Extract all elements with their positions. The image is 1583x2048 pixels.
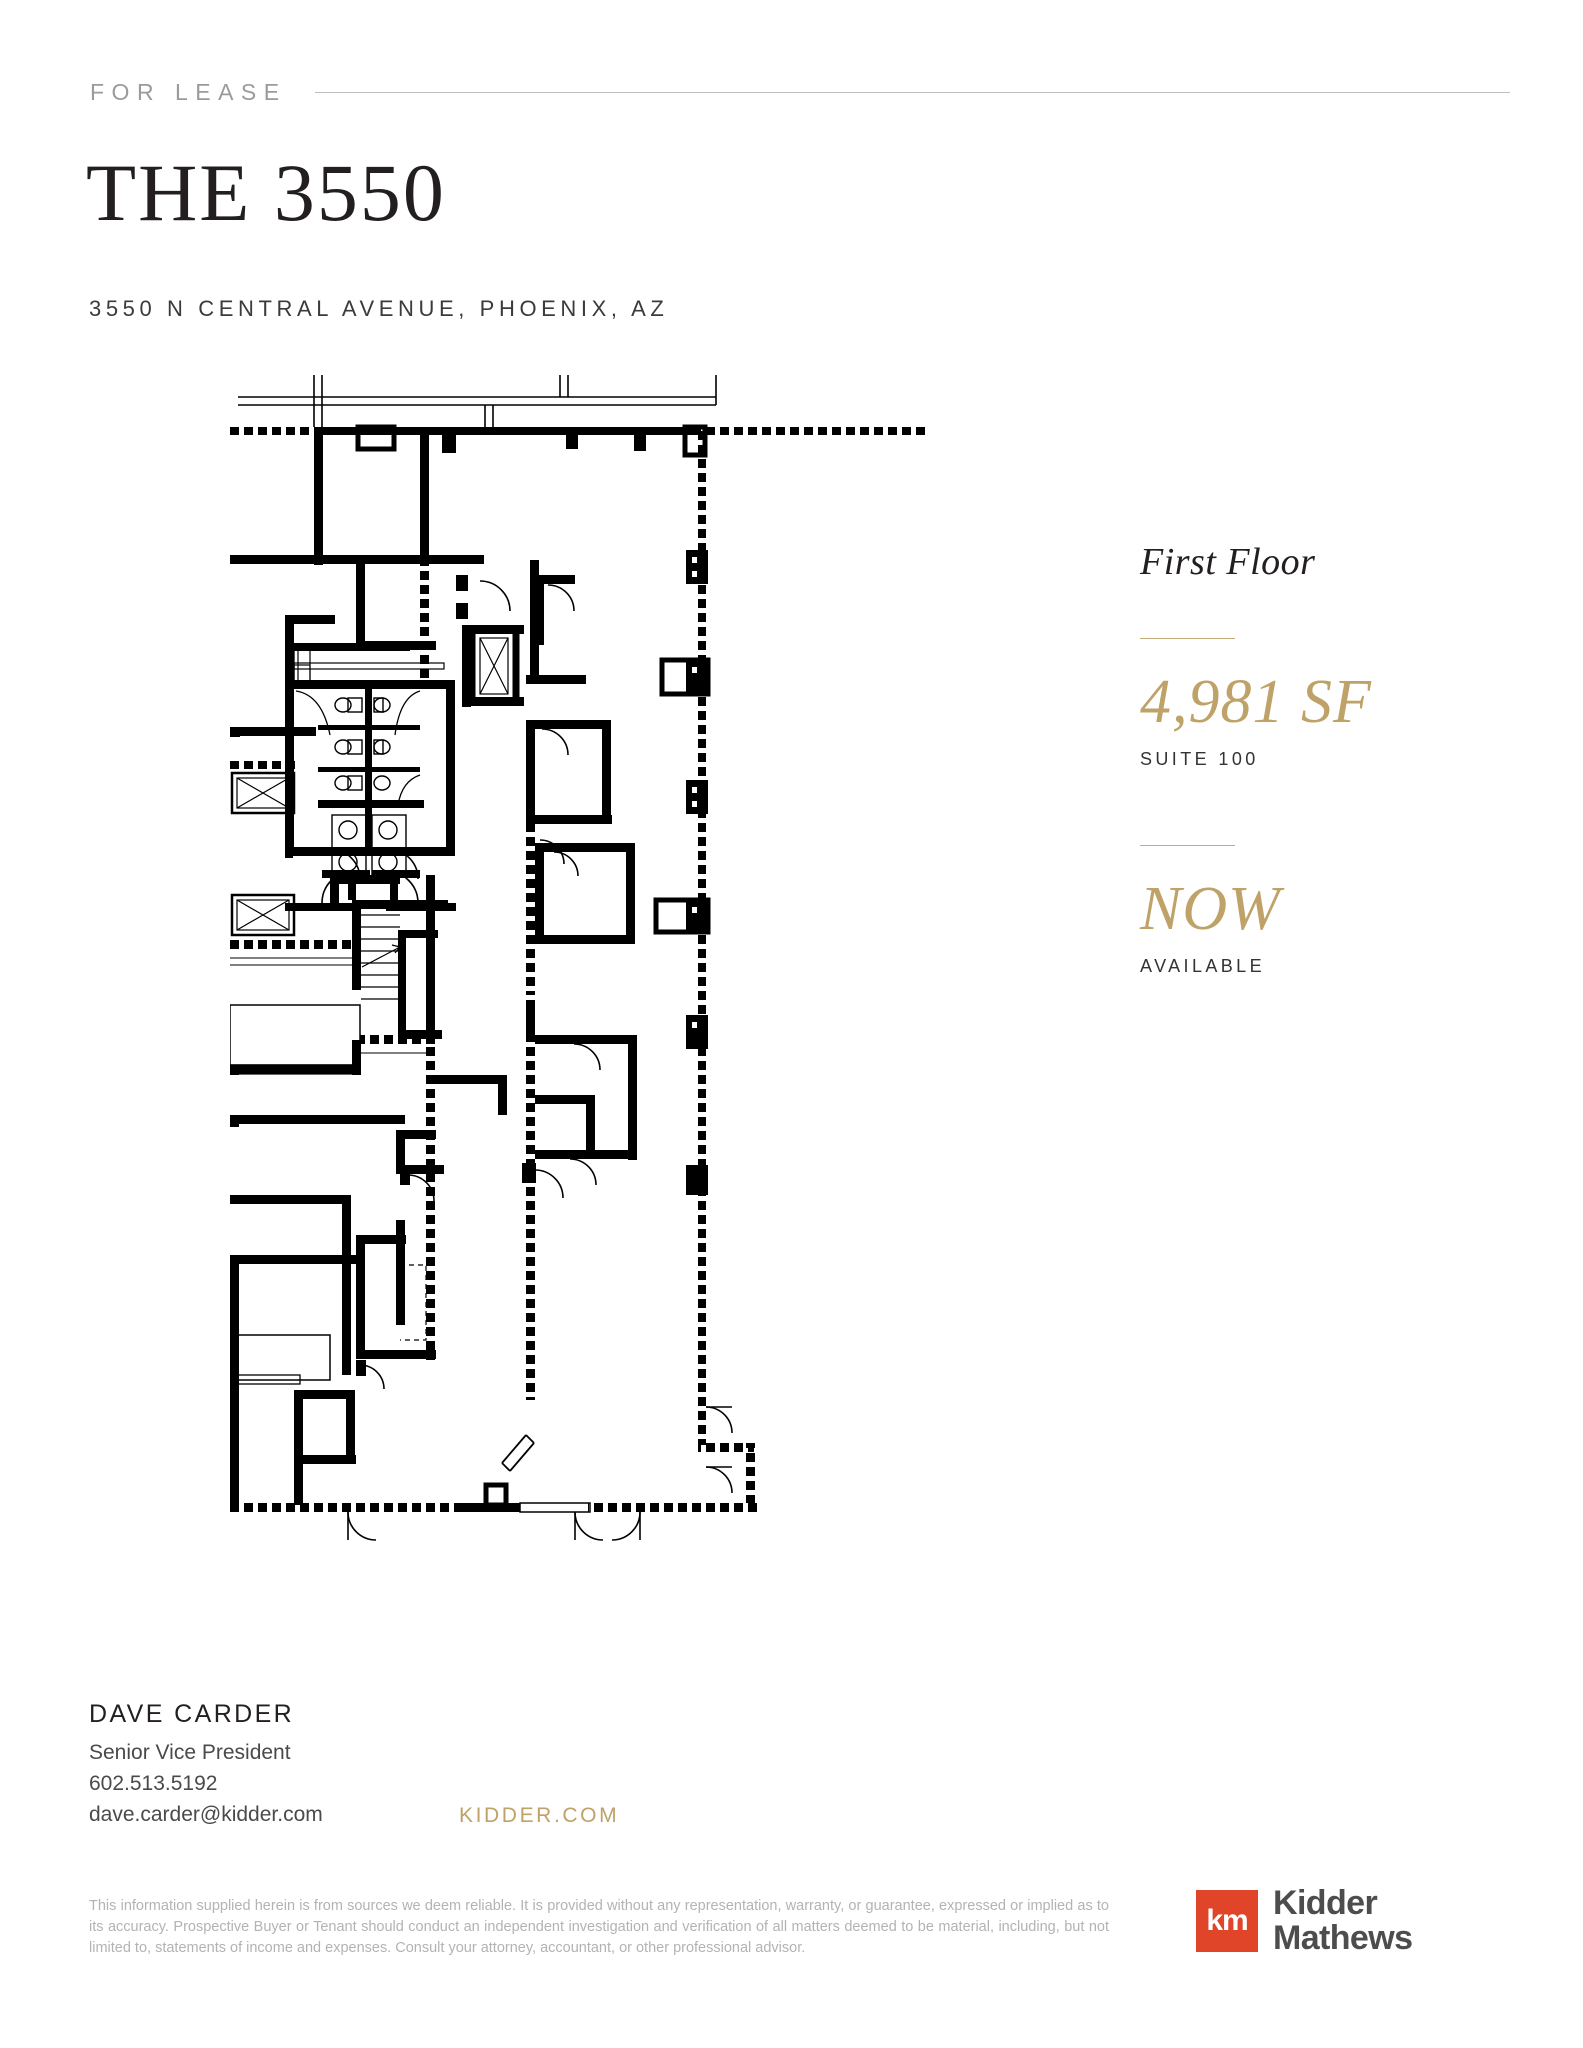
entry-canopy: [238, 375, 717, 427]
page-footer: This information supplied herein is from…: [0, 1880, 1583, 2048]
wall-center-lower: [526, 1000, 535, 1400]
availability-panel: First Floor 4,981 SF SUITE 100 NOW AVAIL…: [1140, 540, 1460, 977]
door-center-lower: [534, 1169, 564, 1199]
page-title: THE 3550: [86, 147, 446, 238]
wall-north-center2: [522, 427, 700, 435]
door-diagonal: [501, 1434, 535, 1472]
column-east-window-1: [659, 657, 711, 697]
header-divider-rule: [314, 91, 1510, 93]
door-south-3: [611, 1511, 641, 1541]
logo-wordmark-line1: Kidder: [1273, 1884, 1378, 1922]
wall-south-east: [588, 1503, 758, 1512]
wall-north-west: [230, 427, 322, 435]
wall-south-west: [230, 1503, 460, 1512]
room-bottom-center: [426, 1075, 507, 1115]
broker-title: Senior Vice President: [89, 1741, 291, 1764]
broker-phone[interactable]: 602.513.5192: [89, 1772, 218, 1795]
panel-divider-2: [1140, 845, 1235, 846]
floorplan-drawing: [230, 375, 930, 1541]
wall-east-lower: [698, 1135, 706, 1385]
for-lease-label: FOR LEASE: [90, 78, 287, 105]
contact-rows: Senior Vice President 602.513.5192 dave.…: [89, 1737, 789, 1830]
kidder-website-link[interactable]: KIDDER.COM: [459, 1804, 620, 1827]
elevator-shaft-3: [468, 626, 520, 706]
column-east-2: [686, 780, 708, 814]
room-lower-center: [356, 1035, 444, 1390]
km-logo-mark-text: km: [1206, 1904, 1248, 1937]
kidder-mathews-wordmark: Kidder Mathews: [1273, 1884, 1413, 1957]
column-east-4: [686, 1165, 708, 1195]
panel-divider-1: [1140, 638, 1235, 639]
disclaimer-text: This information supplied herein is from…: [89, 1898, 1109, 1956]
room-upper-east: [535, 575, 575, 645]
room-mid-east: [535, 843, 635, 944]
door-east-1: [705, 1406, 733, 1434]
column-east-1: [686, 550, 708, 584]
offices-east-of-core: [535, 1035, 637, 1186]
wall-west-spur: [230, 555, 322, 564]
casework-above-restroom: [285, 615, 445, 682]
door-corridor-1: [479, 580, 511, 612]
office-center: [526, 720, 612, 880]
page-header: FOR LEASE THE 3550 3550 N CENTRAL AVENUE…: [0, 0, 1583, 321]
contact-block: DAVE CARDER Senior Vice President 602.51…: [89, 1700, 789, 1830]
square-footage: 4,981 SF: [1140, 668, 1372, 736]
restroom-wall-top: [285, 680, 455, 689]
availability-headline: NOW: [1140, 875, 1281, 943]
wall-closet-left: [356, 560, 365, 650]
door-south-2: [574, 1511, 604, 1541]
floorplan-geometry: [230, 375, 930, 1541]
wall-east-upper: [698, 431, 706, 835]
suite-number: SUITE 100: [1140, 749, 1259, 769]
broker-name: DAVE CARDER: [89, 1700, 295, 1728]
column-east-3: [686, 1015, 708, 1049]
wall-east-mid: [698, 835, 706, 1135]
wall-north-east: [700, 427, 930, 435]
door-east-2: [705, 1466, 733, 1494]
elevator-shaft-2: [230, 893, 296, 937]
contact-details: Senior Vice President 602.513.5192 dave.…: [89, 1737, 459, 1830]
restroom-wall-right: [446, 680, 455, 856]
logo-wordmark-line2: Mathews: [1273, 1919, 1413, 1957]
property-address: 3550 N CENTRAL AVENUE, PHOENIX, AZ: [89, 296, 669, 321]
restroom-divider: [365, 687, 372, 852]
broker-email[interactable]: dave.carder@kidder.com: [89, 1803, 323, 1826]
floorplan-container: [230, 375, 930, 1625]
availability-sublabel: AVAILABLE: [1140, 956, 1265, 976]
column-east-window-2: [653, 897, 711, 935]
kidder-mathews-logo: km Kidder Mathews: [1196, 1884, 1413, 1957]
floor-label: First Floor: [1140, 541, 1316, 583]
door-south-1: [347, 1511, 377, 1541]
km-logo-mark: km: [1196, 1890, 1258, 1952]
elevator-shaft-1: [230, 771, 296, 815]
eyebrow-row: FOR LEASE: [90, 78, 1510, 106]
stairwell: [329, 848, 448, 1040]
